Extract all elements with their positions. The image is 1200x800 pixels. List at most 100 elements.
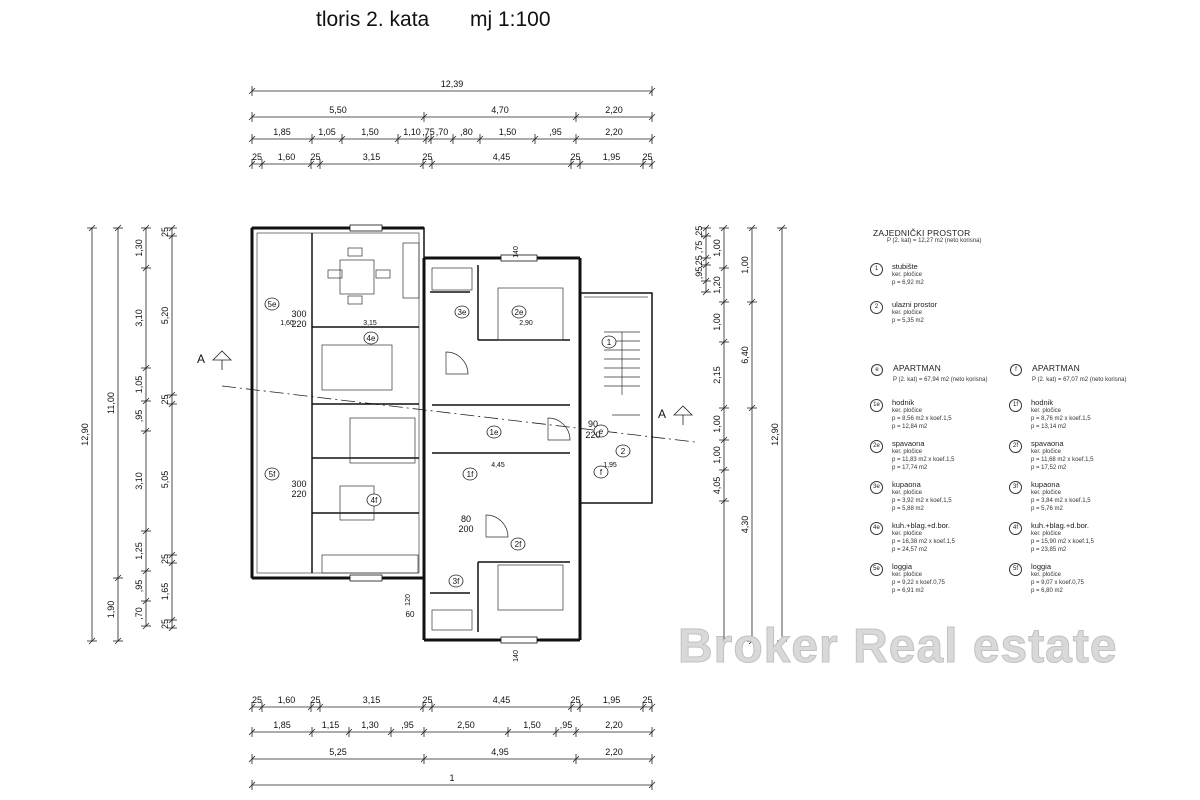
legend-item-detail: ker. pločice	[892, 572, 923, 578]
dim-left-inner-label: 5,20	[160, 307, 170, 325]
legend-apt-e-code-badge: e	[871, 364, 883, 376]
room-label-circle	[601, 335, 617, 349]
plan-title: tloris 2. kata	[316, 8, 430, 31]
legend-item-name: kuh.+blag.+d.bor.	[892, 521, 950, 530]
wall-outer-west	[251, 227, 425, 579]
legend-item-detail: ker. pločice	[892, 272, 923, 278]
dim-bottom-row3-label: 25	[252, 695, 262, 705]
legend-item-number-badge: 3e	[870, 481, 883, 494]
legend-common: ZAJEDNIČKI PROSTOR P (2. kat) = 12,27 m2…	[873, 229, 981, 245]
dim-top-row2-label: 1,50	[361, 127, 379, 137]
dim-bottom-row2-label: ,95	[401, 720, 414, 730]
wall-outer-west-inner	[256, 232, 420, 574]
room-label-circle	[593, 424, 609, 438]
dim-right-detail-label: 4,05	[712, 477, 722, 495]
room-label-4e: 4e	[367, 334, 376, 343]
legend-item-name: hodnik	[892, 398, 915, 407]
dim-top-total-label: 12,39	[441, 79, 464, 89]
door-size-label: 90	[588, 419, 598, 429]
legend-item-detail: p = 9,22 x koef.0,75	[892, 580, 945, 586]
dim-top-row2-label: 1,85	[273, 127, 291, 137]
dim-top-row1-label: 5,50	[329, 105, 347, 115]
legend-item-detail: p = 6,80 m2	[1031, 588, 1063, 594]
dim-bottom-row3-label: 1,95	[603, 695, 621, 705]
dim-top-row1-label: 4,70	[491, 105, 509, 115]
door-swing	[485, 514, 509, 538]
room-label-circle	[448, 574, 464, 588]
legend-apt-f-subtitle: P (2. kat) = 67,07 m2 (neto korisna)	[1032, 377, 1127, 383]
legend-item-detail: p = 23,85 m2	[1031, 547, 1067, 553]
legend-item-detail: p = 5,35 m2	[892, 318, 924, 324]
room-dim-label: 1,95	[603, 462, 617, 469]
room-label-circle	[454, 305, 470, 319]
legend-item-detail: ker. pločice	[1031, 449, 1062, 455]
legend-item-detail: ker. pločice	[892, 490, 923, 496]
bed	[497, 287, 564, 341]
legend-item-detail: p = 16,38 m2 x koef.1,5	[892, 539, 955, 545]
legend-item-name: ulazni prostor	[892, 300, 938, 309]
legend-common-subtitle: P (2. kat) = 12,27 m2 (neto korisna)	[887, 238, 982, 244]
dim-right-inner-label: ,25	[694, 226, 704, 239]
legend-item-detail: p = 5,76 m2	[1031, 506, 1063, 512]
dim-top-row3-label: 1,60	[278, 152, 296, 162]
bathtub	[431, 609, 473, 631]
dim-right-detail-label: 2,15	[712, 366, 722, 384]
dim-top-row3-label: 25	[252, 152, 262, 162]
legend-item-detail: p = 11,68 m2 x koef.1,5	[1031, 457, 1094, 463]
section-marker-right-label: A	[658, 407, 666, 421]
room-label-circle	[363, 331, 379, 345]
window	[349, 224, 383, 232]
dim-top-row2-label: 1,05	[318, 127, 336, 137]
bed	[497, 564, 564, 611]
dim-bottom-row1-label: 2,20	[605, 747, 623, 757]
room-label-circle	[593, 465, 609, 479]
legend-item-number-badge: 2	[870, 301, 883, 314]
dim-right-inner-label: ,95	[694, 267, 704, 280]
legend-item-detail: p = 3,84 m2 x koef.1,5	[1031, 498, 1091, 504]
dimension-lines	[87, 86, 787, 790]
dim-top-row3-label: 25	[310, 152, 320, 162]
dim-right-total-label: 12,90	[770, 423, 780, 446]
door-size-label: 300	[291, 309, 306, 319]
dim-right-detail-label: 1,00	[712, 239, 722, 257]
dim-left-total-label: 12,90	[80, 423, 90, 446]
dim-bottom-row2-label: 1,30	[361, 720, 379, 730]
legend-item-detail: p = 24,57 m2	[892, 547, 928, 553]
dim-bottom-row3-label: 25	[642, 695, 652, 705]
room-label-5e: 5e	[268, 300, 277, 309]
room-label-circle	[462, 467, 478, 481]
dim-left-inner-label: 5,05	[160, 471, 170, 489]
room-label-3f: 3f	[453, 577, 460, 586]
room-label-2f: 2f	[515, 540, 522, 549]
dim-bottom-row1-label: 5,25	[329, 747, 347, 757]
door-size-label: 220	[585, 430, 600, 440]
kitchen-counter	[321, 554, 419, 574]
dim-bottom-row3-label: 3,15	[363, 695, 381, 705]
dining-table	[339, 259, 375, 295]
dim-right-detail-label: 1,00	[712, 446, 722, 464]
legend-item-detail: ker. pločice	[892, 408, 923, 414]
room-label-2: 2	[621, 447, 626, 456]
dim-bottom-row3-label: 25	[422, 695, 432, 705]
dim-bottom-row2-label: 2,20	[605, 720, 623, 730]
bathtub	[431, 267, 473, 291]
dim-left-detail-label: ,95	[134, 410, 144, 423]
dim-top-row2-label: ,80	[460, 127, 473, 137]
dim-left-inner-label: 25	[160, 554, 170, 564]
dim-bottom-row3-label: 25	[570, 695, 580, 705]
legend-item-name: loggia	[1031, 562, 1052, 571]
stair-core	[579, 292, 653, 504]
legend-item-detail: ker. pločice	[1031, 408, 1062, 414]
legend-item-detail: p = 8,76 m2 x koef.1,5	[1031, 416, 1091, 422]
dim-bottom-row3-label: 4,45	[493, 695, 511, 705]
legend-item-detail: p = 9,07 x koef.0,75	[1031, 580, 1084, 586]
dim-top-row2-label: 2,20	[605, 127, 623, 137]
room-label-circle	[486, 425, 502, 439]
